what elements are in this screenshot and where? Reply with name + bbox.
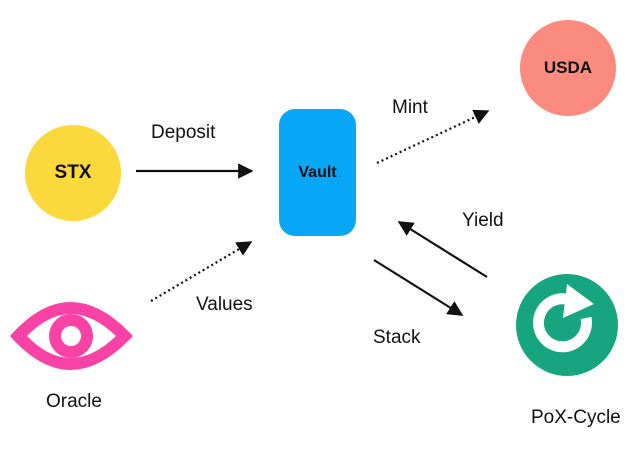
oracle-label: Oracle xyxy=(46,391,102,412)
values-arrow xyxy=(150,241,253,302)
deposit-label: Deposit xyxy=(151,122,216,143)
yield-arrow xyxy=(397,221,488,278)
vault-label: Vault xyxy=(298,163,337,181)
stx-label: STX xyxy=(54,162,92,183)
yield-label: Yield xyxy=(462,210,504,231)
pox-cycle-label: PoX-Cycle xyxy=(531,407,621,428)
usda-node: USDA xyxy=(520,20,616,116)
mint-label: Mint xyxy=(392,97,428,118)
stack-arrow xyxy=(373,259,464,316)
stx-node: STX xyxy=(25,125,121,221)
mint-arrow xyxy=(376,109,490,164)
vault-node: Vault xyxy=(279,109,356,236)
values-label: Values xyxy=(196,294,253,315)
refresh-cycle-icon xyxy=(516,274,618,376)
stack-label: Stack xyxy=(373,327,421,348)
usda-label: USDA xyxy=(543,58,593,77)
eye-icon xyxy=(10,302,133,370)
